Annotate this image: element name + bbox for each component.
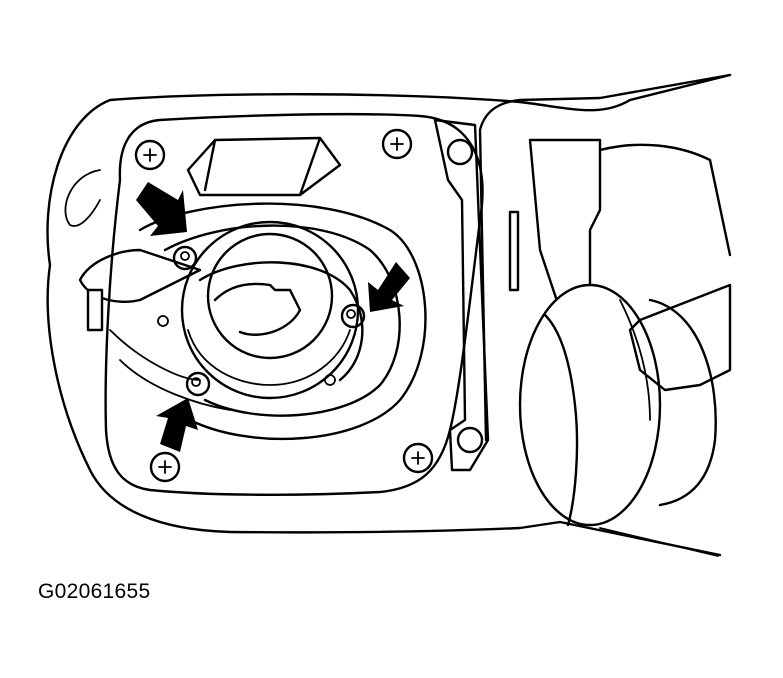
hinge-slot — [508, 210, 520, 292]
door-housing-right — [478, 73, 732, 442]
gas-cap-ridge — [543, 313, 579, 527]
screw-top-left — [134, 139, 166, 171]
screw-bottom-right — [402, 442, 434, 474]
leader-line — [599, 527, 719, 557]
hole-left — [157, 315, 169, 327]
spoke-lower — [109, 329, 231, 411]
gas-cap-body — [518, 283, 662, 527]
ring-middle — [163, 224, 401, 417]
screw-hinge-top — [446, 138, 474, 166]
outer-panel-outline — [46, 73, 732, 557]
ring-inner — [198, 261, 364, 382]
figure-caption: G02061655 — [38, 580, 151, 603]
gas-cap-back — [648, 298, 717, 507]
fastener-lower — [185, 371, 211, 397]
filler-neck-outer — [180, 220, 360, 400]
fastener-right — [340, 303, 366, 329]
arrow-lower-left — [156, 398, 198, 452]
arrow-right — [368, 262, 410, 312]
hinge-arm — [433, 118, 490, 472]
hole-lower — [324, 374, 336, 386]
fastener-upper-left — [172, 245, 198, 271]
filler-neck-inner — [206, 232, 334, 360]
upper-block — [186, 136, 342, 197]
gas-cap-tether — [628, 283, 732, 392]
gas-cap-ridge-2 — [619, 299, 651, 421]
filler-neck-rim — [187, 329, 351, 386]
screw-top-right — [381, 128, 413, 160]
outer-panel-inner-edge — [64, 169, 101, 227]
screw-bottom-left — [149, 451, 181, 483]
latch-tab — [86, 288, 104, 332]
arrow-upper-left — [136, 182, 187, 236]
ring-outer — [138, 202, 427, 441]
filler-neck-tongue — [213, 282, 302, 336]
screw-hinge-bottom — [456, 426, 484, 454]
